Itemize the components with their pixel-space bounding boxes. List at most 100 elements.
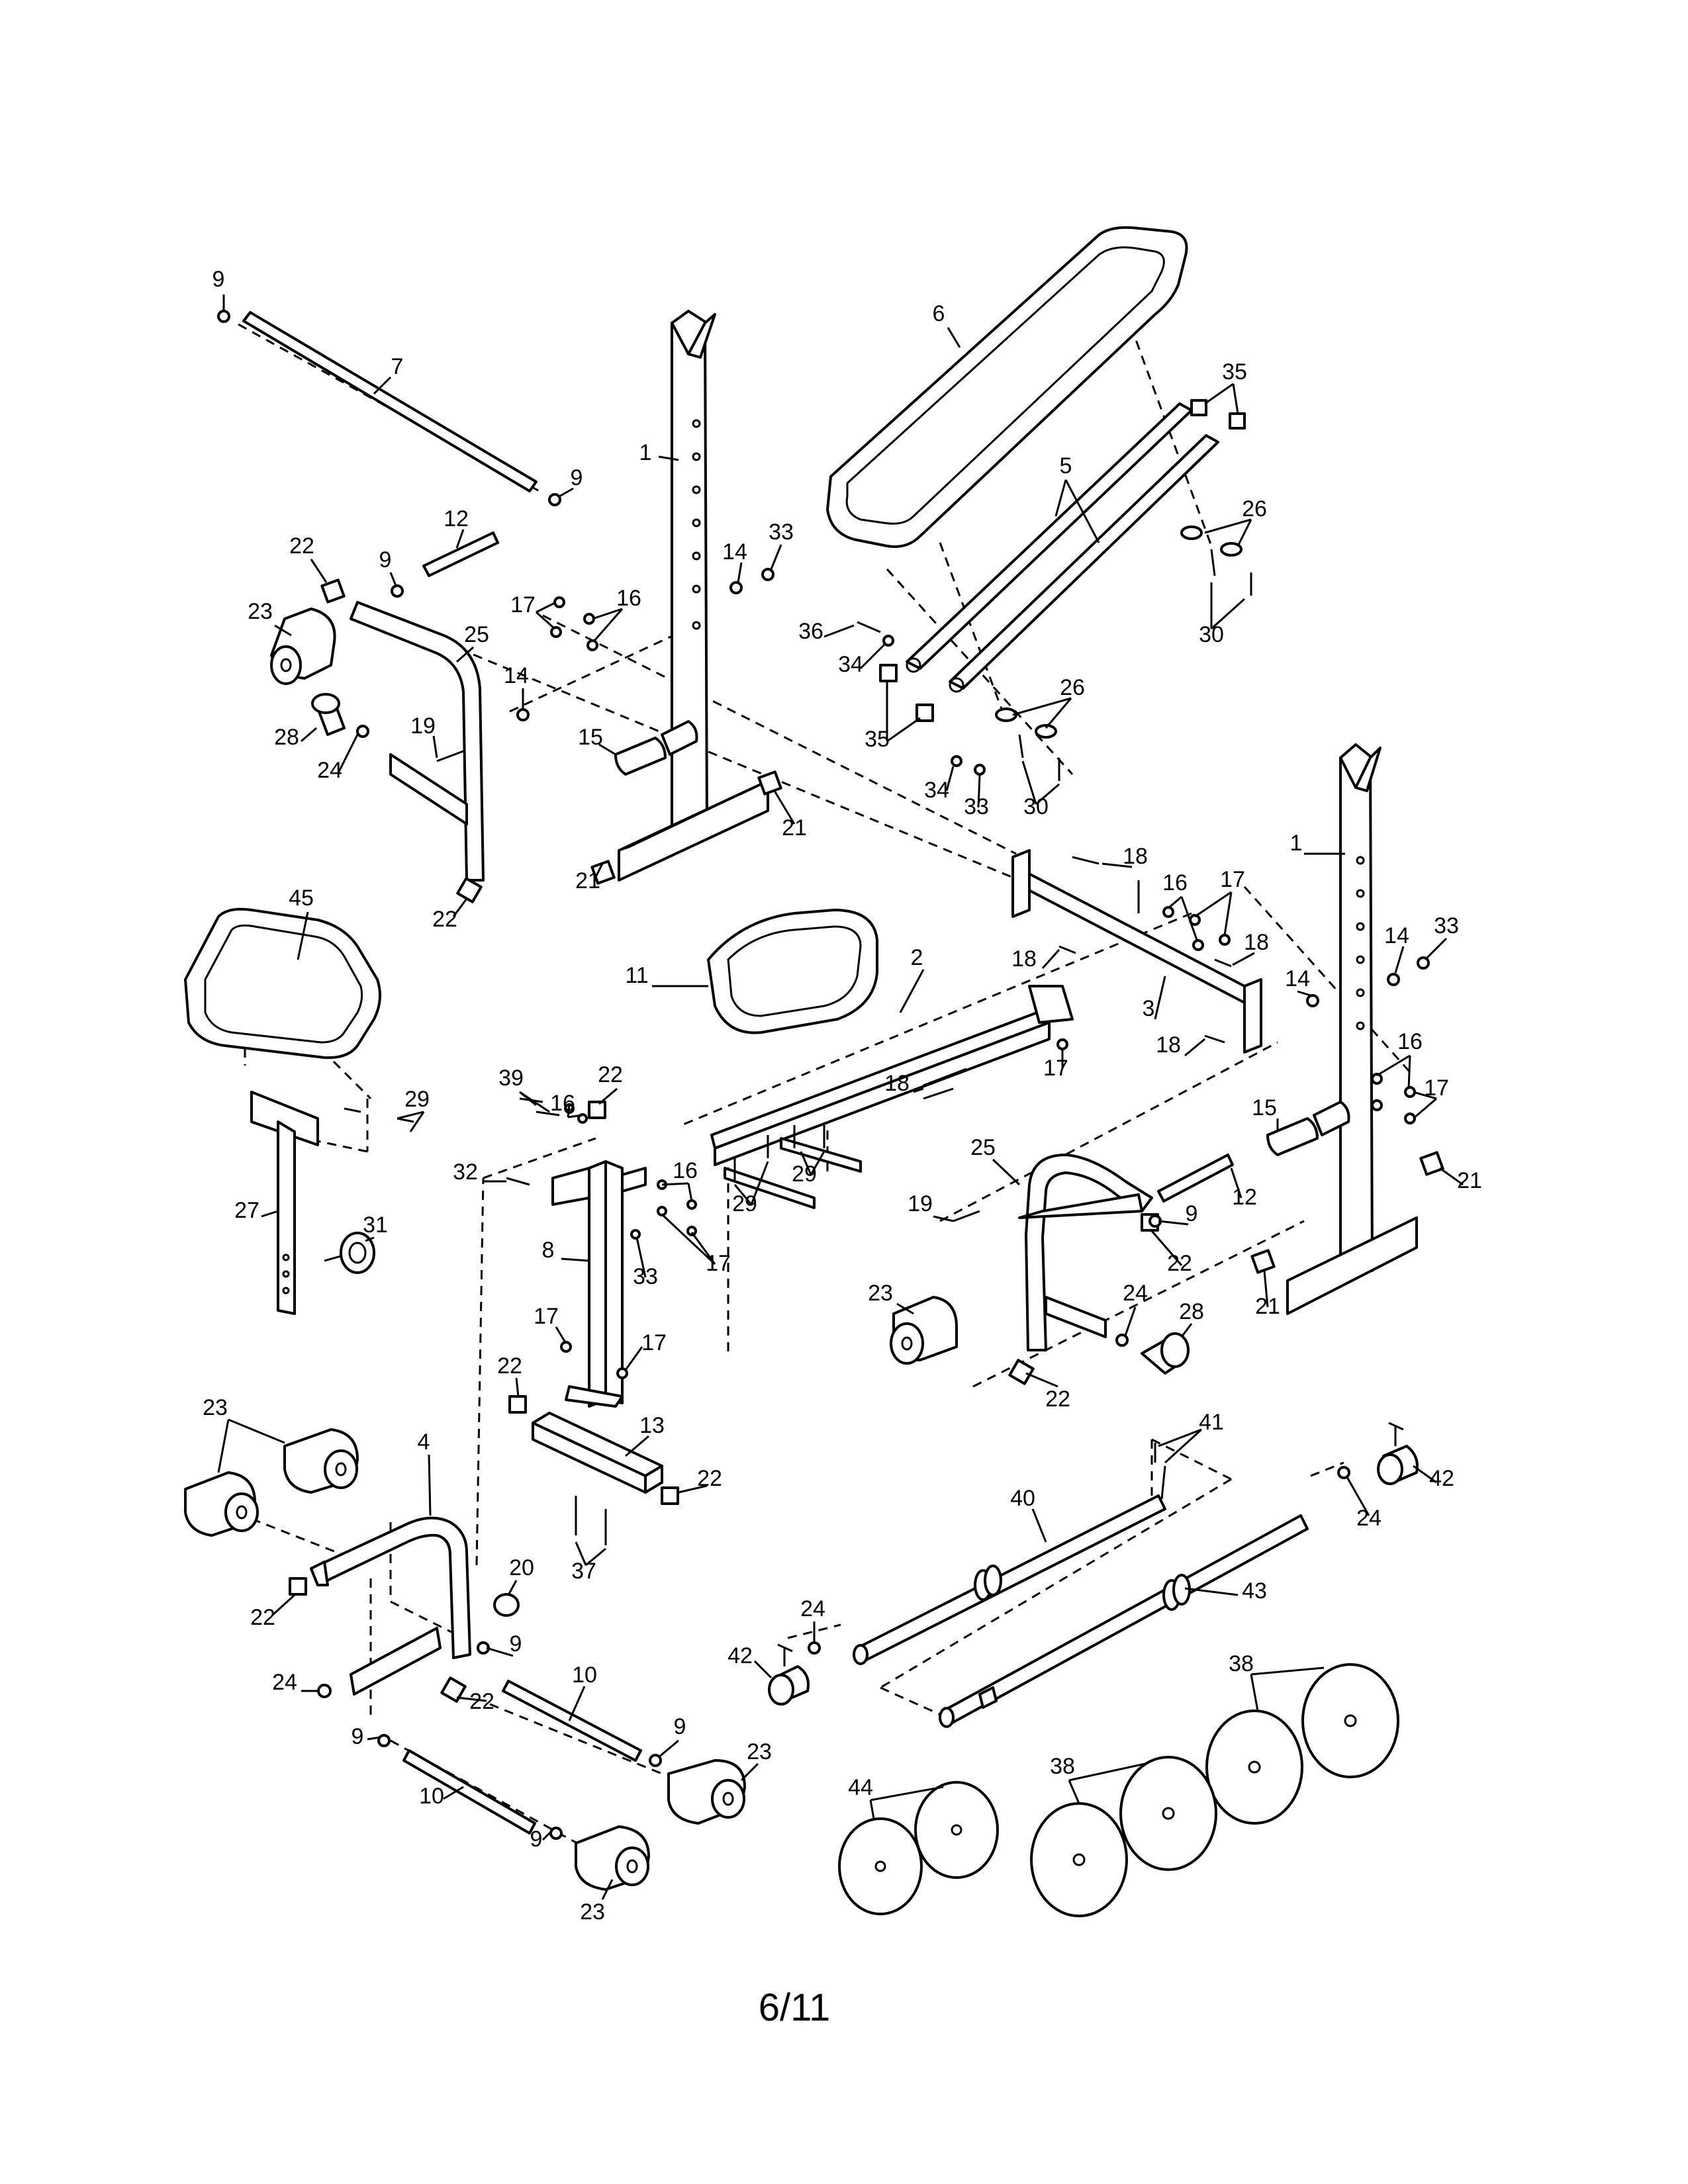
part-callout: 21 <box>782 815 807 841</box>
part-callout: 14 <box>1384 923 1409 948</box>
part-callout: 40 <box>1010 1486 1035 1511</box>
part-callout: 19 <box>410 713 436 739</box>
part-callout: 28 <box>274 725 299 750</box>
backrest-pad-part-6 <box>826 226 1188 548</box>
part-callout: 7 <box>391 354 404 379</box>
part-callout: 22 <box>598 1062 623 1087</box>
pad-part-45 <box>184 907 381 1060</box>
roller-part-23-mid-right <box>890 1296 958 1365</box>
rod-part-7 <box>217 310 561 506</box>
part-callout: 17 <box>1043 1056 1068 1081</box>
part-callout: 17 <box>510 592 536 617</box>
part-callout: 41 <box>1199 1410 1224 1435</box>
part-callout: 38 <box>1229 1651 1254 1676</box>
part-callout: 22 <box>697 1466 722 1491</box>
part-callout: 16 <box>1162 870 1188 895</box>
roller-part-23-lower-left-a <box>283 1428 359 1494</box>
part-callout: 3 <box>1143 996 1155 1021</box>
part-callout: 24 <box>800 1596 825 1621</box>
part-callout: 17 <box>534 1304 559 1329</box>
part-callout: 21 <box>1255 1294 1280 1319</box>
part-callout: 29 <box>732 1191 757 1216</box>
part-callout: 14 <box>504 663 529 688</box>
part-callout: 15 <box>578 725 603 750</box>
part-callout: 23 <box>203 1395 228 1420</box>
part-callout: 35 <box>865 727 890 752</box>
part-callout: 33 <box>633 1264 658 1289</box>
part-callout: 30 <box>1199 622 1224 647</box>
part-callout: 25 <box>970 1135 996 1160</box>
weight-plates-part-38-44 <box>838 1663 1399 1917</box>
part-callout: 30 <box>1023 794 1049 819</box>
part-callout: 22 <box>289 533 314 559</box>
part-callout: 24 <box>1123 1281 1148 1306</box>
part-callout: 23 <box>580 1899 605 1925</box>
leg-frame-part-4 <box>310 1516 471 1696</box>
roller-part-23-top-left <box>270 608 336 685</box>
part-callout: 15 <box>1252 1095 1277 1120</box>
part-callout: 38 <box>1050 1754 1075 1779</box>
assembly-guide-lines <box>238 310 1411 1851</box>
part-callout: 22 <box>1167 1251 1192 1276</box>
part-callout: 28 <box>1179 1299 1204 1324</box>
part-callout: 18 <box>1156 1032 1181 1058</box>
part-callout: 22 <box>497 1353 522 1379</box>
end-caps <box>289 399 1444 1703</box>
leader-lines <box>217 295 1464 1900</box>
part-callout: 33 <box>1434 913 1459 938</box>
part-callout: 34 <box>924 778 949 803</box>
part-callout: 22 <box>469 1689 494 1714</box>
part-callout: 27 <box>234 1198 259 1223</box>
barbell-part-43 <box>939 1514 1309 1728</box>
part-callout: 36 <box>798 619 823 644</box>
part-callout: 39 <box>498 1066 524 1091</box>
part-callout: 14 <box>1285 966 1310 991</box>
part-callout: 4 <box>418 1430 430 1455</box>
seat-part-11 <box>707 909 878 1034</box>
part-callout: 25 <box>464 622 489 647</box>
part-callout: 14 <box>722 539 747 565</box>
part-callout: 13 <box>639 1413 665 1438</box>
collars-part-42 <box>768 1422 1419 1706</box>
part-callout: 9 <box>1186 1201 1198 1226</box>
part-callout: 33 <box>964 794 989 819</box>
hardware-fasteners <box>317 525 1430 1840</box>
part-callout: 2 <box>911 945 923 970</box>
roller-part-23-lower-left-b <box>184 1471 259 1537</box>
part-callout: 22 <box>432 907 457 932</box>
part-callout: 17 <box>706 1251 731 1276</box>
part-callout: 24 <box>1356 1506 1382 1531</box>
part-callout: 23 <box>747 1739 772 1764</box>
part-callout: 9 <box>212 267 225 292</box>
part-callout: 9 <box>510 1631 522 1657</box>
knob-part-31 <box>324 1232 375 1274</box>
part-callout: 44 <box>848 1775 873 1800</box>
part-callout: 5 <box>1060 453 1072 478</box>
part-callout: 22 <box>250 1605 275 1630</box>
part-callout: 32 <box>453 1160 478 1185</box>
rods-part-10-12 <box>402 531 1234 1835</box>
part-callout: 33 <box>769 520 794 545</box>
part-callout: 43 <box>1242 1578 1267 1604</box>
right-upright-part-1 <box>1286 743 1418 1315</box>
leg-lever-part-25-right <box>1018 1154 1153 1351</box>
part-callout: 9 <box>530 1827 543 1852</box>
part-callout: 17 <box>641 1330 667 1355</box>
part-callout: 22 <box>1045 1387 1070 1412</box>
part-callout: 42 <box>727 1643 753 1668</box>
part-callout: 16 <box>673 1158 698 1183</box>
part-callout: 12 <box>1232 1185 1257 1210</box>
part-callout: 45 <box>289 886 314 911</box>
part-callout: 18 <box>1244 930 1269 955</box>
part-callout: 29 <box>792 1161 817 1187</box>
part-callout: 42 <box>1429 1466 1454 1491</box>
part-callout: 31 <box>363 1212 388 1238</box>
roller-part-23-bottom-a <box>667 1759 746 1825</box>
barbell-part-40 <box>853 1443 1166 1665</box>
part-callout: 18 <box>884 1071 910 1096</box>
post-part-8 <box>551 1160 647 1408</box>
crossbar-part-3 <box>1011 849 1262 1054</box>
part-callout: 11 <box>625 963 648 988</box>
part-callout: 8 <box>542 1238 555 1263</box>
